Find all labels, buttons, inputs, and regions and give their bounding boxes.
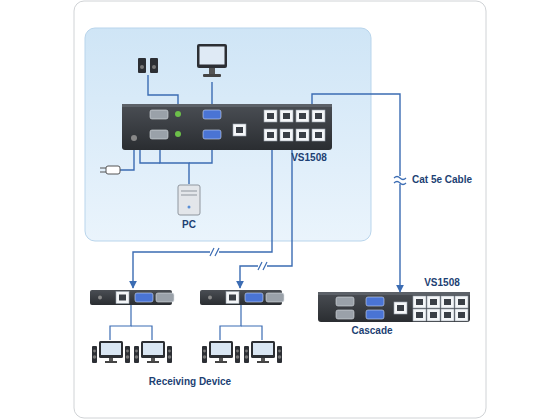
- splitter-device: [122, 104, 332, 150]
- device-label: VS1508: [424, 277, 460, 289]
- cable-break: [210, 248, 219, 256]
- cascade-device: [318, 292, 470, 322]
- cable-line: [240, 150, 292, 288]
- device-label: VS1508: [291, 152, 327, 164]
- device-label: Cascade: [351, 325, 392, 337]
- device-label: PC: [182, 219, 196, 231]
- local-panel: [85, 28, 371, 241]
- receiver-group: Receiving Device: [88, 288, 288, 392]
- monitor-icon: [197, 44, 227, 77]
- cable-break: [258, 262, 267, 270]
- splitter-box: VS1508: [122, 104, 332, 150]
- device-label: Receiving Device: [149, 376, 231, 388]
- cascade-box: VS1508Cascade: [318, 292, 470, 322]
- power-plug: [100, 166, 120, 174]
- receiver-units: [90, 290, 284, 363]
- pc-box: PC: [177, 184, 201, 216]
- cable-line: [312, 94, 400, 292]
- speakers-icon: [138, 58, 158, 73]
- card-frame: [74, 1, 486, 418]
- cable-label: Cat 5e Cable: [410, 174, 474, 186]
- cable-line: [160, 150, 189, 184]
- pc-tower: [178, 185, 200, 215]
- cable-break: [394, 176, 406, 185]
- cable-line: [133, 150, 272, 288]
